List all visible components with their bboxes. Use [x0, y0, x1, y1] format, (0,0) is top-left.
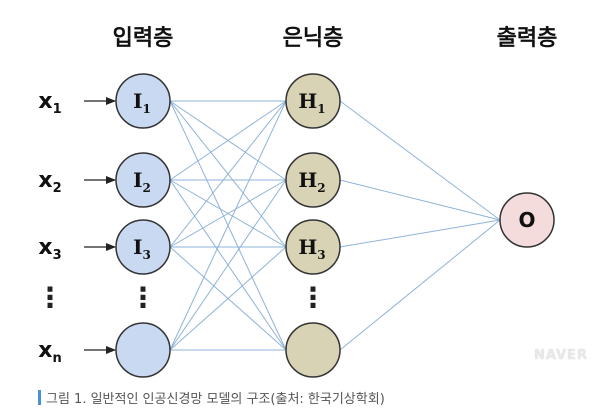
hidden-node-3 [285, 219, 341, 275]
connection-input-4-hidden-2 [169, 179, 287, 351]
hidden-node-4 [285, 322, 341, 378]
output-layer-title: 출력층 [496, 26, 558, 51]
caption-text: 그림 1. 일반적인 인공신경망 모델의 구조(출처: 한국기상학회) [46, 392, 385, 407]
connection-hidden-3-output [339, 219, 501, 248]
input-variable-label: x1 [38, 89, 61, 117]
output-node [499, 192, 555, 248]
output-node-label: O [518, 208, 535, 232]
input-variable-label: x2 [38, 168, 61, 196]
connection-input-4-hidden-3 [169, 246, 287, 351]
connection-input-3-hidden-1 [169, 100, 287, 248]
input-node-2-subscript: 2 [143, 181, 151, 195]
naver-watermark: NAVER [533, 348, 588, 363]
input-node-3 [115, 219, 171, 275]
input-node-2 [115, 152, 171, 208]
input-layer-title: 입력층 [112, 26, 174, 51]
input-variable-subscript: 3 [53, 248, 62, 263]
input-variable-label: xn [38, 338, 61, 366]
connections [169, 100, 501, 351]
input-variable-label: x3 [38, 235, 61, 263]
connection-hidden-1-output [339, 100, 501, 221]
input-node-ellipsis: ⋮ [129, 281, 157, 314]
input-variable-subscript: 1 [53, 102, 62, 117]
hidden-layer-title: 은닉층 [282, 26, 344, 51]
input-node-1 [115, 73, 171, 129]
hidden-node-3-subscript: 3 [317, 248, 325, 262]
input-node-4 [115, 322, 171, 378]
hidden-node-2 [285, 152, 341, 208]
hidden-node-ellipsis: ⋮ [299, 281, 327, 314]
connection-input-3-hidden-2 [169, 179, 287, 248]
hidden-node-1 [285, 73, 341, 129]
connection-hidden-2-output [339, 179, 501, 221]
input-node-1-subscript: 1 [143, 102, 151, 116]
connection-input-2-hidden-1 [169, 100, 287, 181]
input-variable-ellipsis: ⋮ [36, 281, 64, 314]
connection-hidden-4-output [339, 219, 501, 351]
input-variable-subscript: 2 [53, 181, 62, 196]
input-node-3-subscript: 3 [143, 248, 151, 262]
caption-accent-bar [38, 390, 41, 405]
input-variable-subscript: n [52, 351, 61, 366]
figure-caption: 그림 1. 일반적인 인공신경망 모델의 구조(출처: 한국기상학회) [0, 386, 604, 410]
hidden-node-1-subscript: 1 [317, 102, 325, 116]
hidden-node-2-subscript: 2 [317, 181, 325, 195]
connection-input-4-hidden-1 [169, 100, 287, 351]
